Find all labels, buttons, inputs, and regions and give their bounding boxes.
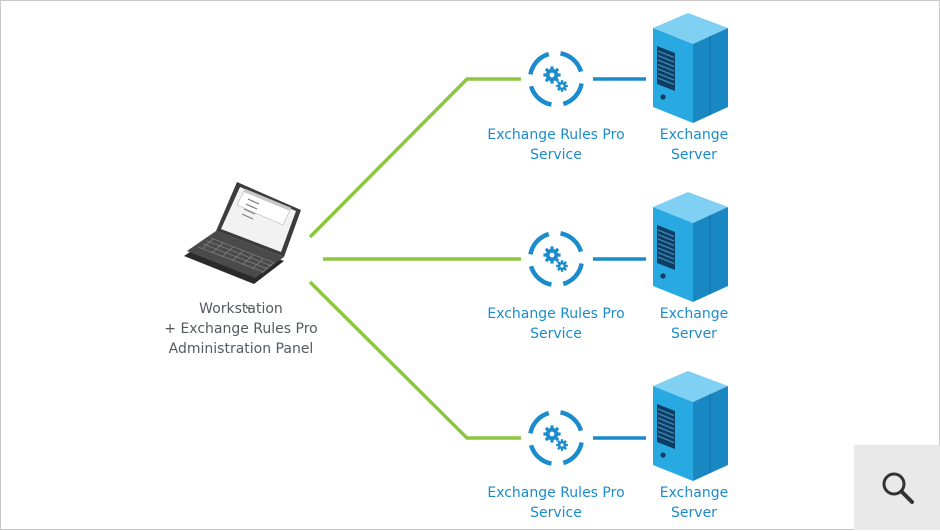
service-label-2-line2: Service [530, 326, 582, 342]
service-icon-2 [526, 229, 586, 289]
service-icon-3 [526, 408, 586, 468]
service-icon-1 [526, 49, 586, 109]
magnifier-icon [882, 472, 914, 504]
server-icon-2 [652, 191, 729, 303]
server-icon-3 [652, 370, 729, 482]
server-label-2-line2: Server [671, 326, 717, 342]
service-label-3: Exchange Rules Pro Service [476, 483, 636, 523]
connector-lines [308, 77, 521, 440]
server-label-1: Exchange Server [644, 125, 744, 165]
service-label-1-line2: Service [530, 147, 582, 163]
server-label-3-line2: Server [671, 505, 717, 521]
zoom-button[interactable] [854, 445, 940, 530]
workstation-label-line2: + Exchange Rules Pro [164, 321, 318, 337]
connector-bottom [308, 280, 521, 440]
workstation-label-line1: Workstation [199, 301, 283, 317]
workstation-label-line3: Administration Panel [168, 341, 314, 357]
workstation-label: Workstation + Exchange Rules Pro Adminis… [151, 299, 331, 359]
service-label-2-line1: Exchange Rules Pro [487, 306, 625, 322]
laptop-icon [184, 182, 301, 310]
service-label-3-line1: Exchange Rules Pro [487, 485, 625, 501]
server-label-3: Exchange Server [644, 483, 744, 523]
service-label-1-line1: Exchange Rules Pro [487, 127, 625, 143]
service-label-1: Exchange Rules Pro Service [476, 125, 636, 165]
server-label-1-line2: Server [671, 147, 717, 163]
service-label-3-line2: Service [530, 505, 582, 521]
server-label-2: Exchange Server [644, 304, 744, 344]
service-label-2: Exchange Rules Pro Service [476, 304, 636, 344]
server-label-3-line1: Exchange [659, 485, 729, 501]
service-server-links [593, 77, 646, 440]
server-label-1-line1: Exchange [659, 127, 729, 143]
connector-top [308, 77, 521, 239]
server-icon-1 [652, 12, 729, 124]
server-label-2-line1: Exchange [659, 306, 729, 322]
